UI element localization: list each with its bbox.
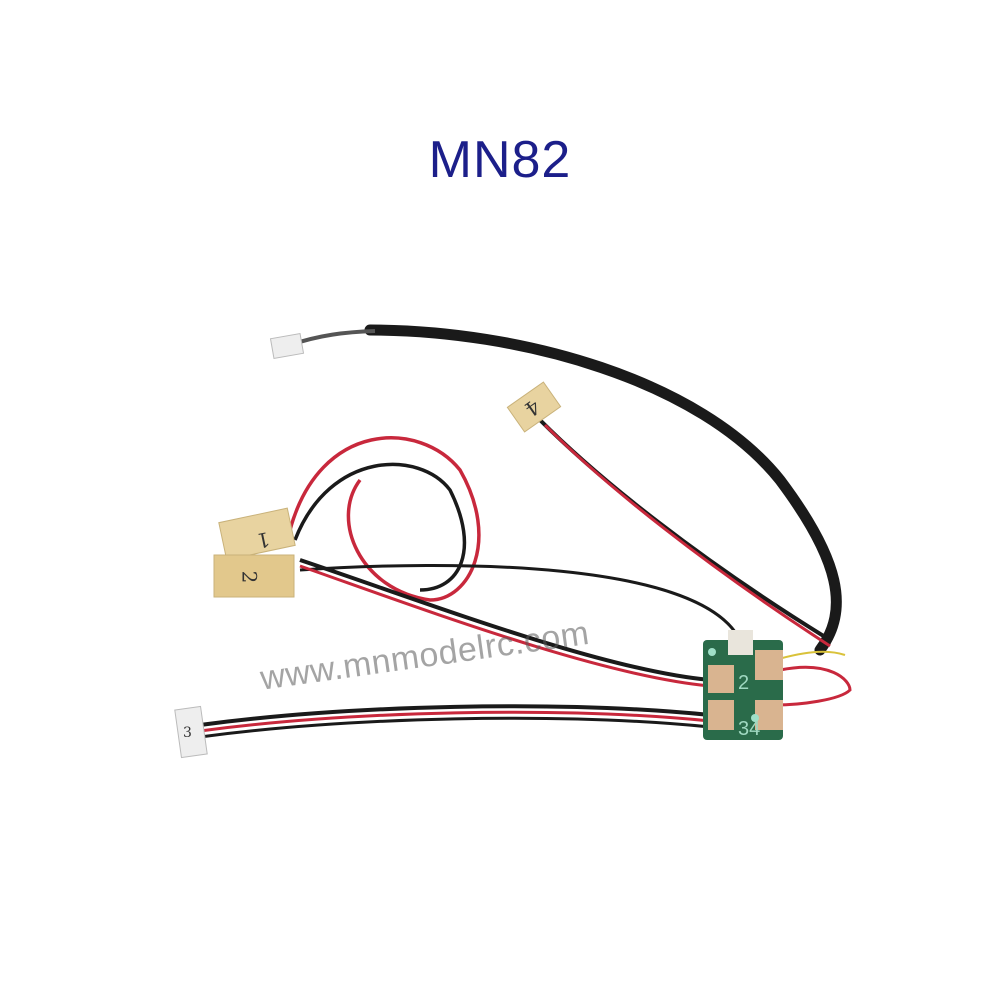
- wire-thin: [299, 563, 742, 641]
- connector-top: [269, 332, 305, 360]
- connector-tag-1: [218, 507, 296, 561]
- connector-tag-2: [213, 554, 295, 598]
- connector-tag-3: [174, 705, 208, 759]
- pcb-board: [703, 630, 783, 740]
- main-cable: [364, 324, 842, 656]
- wire-4: [538, 418, 832, 642]
- wire-loop: [288, 436, 481, 602]
- connector-tag-4: [506, 381, 562, 433]
- tag-label-3: 3: [183, 725, 192, 741]
- pcb-label-34: 34: [738, 718, 761, 740]
- pcb-label-2: 2: [738, 672, 750, 694]
- wire-1-2: [299, 558, 711, 682]
- product-title: MN82: [428, 131, 572, 189]
- wire-3: [199, 704, 711, 727]
- tag-label-2: 2: [237, 570, 262, 584]
